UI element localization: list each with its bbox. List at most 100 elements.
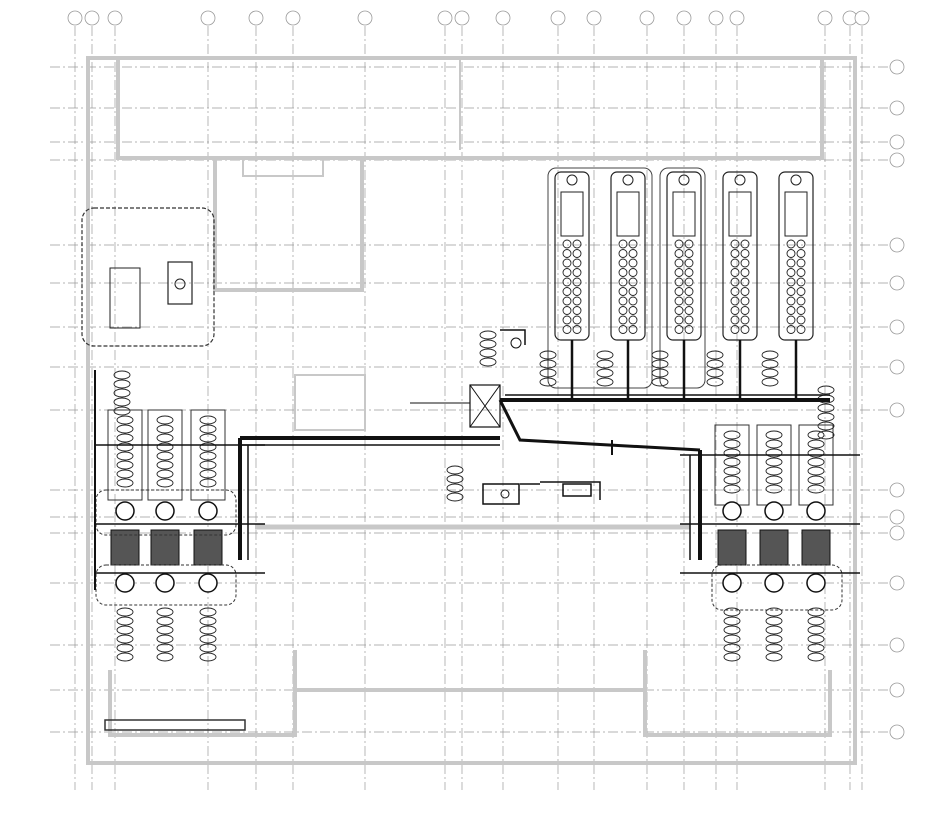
tank-cell [796,268,806,277]
filter-cell [651,350,669,360]
filter-cell [199,433,217,443]
tank-cell [730,277,740,287]
filter-cell [116,442,134,452]
filter-cell [723,484,741,494]
filter-cell [807,616,825,626]
tank-cell [796,315,806,325]
tank-cell [674,325,684,334]
grid-bubble [889,59,905,75]
skid-frame [107,409,143,501]
tank-cell [572,306,582,315]
tank-cell [796,277,806,287]
tank-cell [796,296,806,306]
tank-cell [562,325,572,334]
tank-cell [684,277,694,287]
filter-cell [199,469,217,479]
filter-cell [116,460,134,470]
grid-bubble [495,10,511,26]
grid-bubble [889,682,905,698]
tank-cell [786,296,796,306]
tank-cell [628,296,638,306]
grid-bubble [639,10,655,26]
filter-cell [446,492,464,502]
tank-cell [618,287,628,296]
tank-cell [572,315,582,325]
tank-cell [786,315,796,325]
pump-icon [722,573,742,593]
filter-cell [817,385,835,395]
tank-nozzle-icon [790,174,802,186]
filter-cell [199,460,217,470]
grid-bubble [708,10,724,26]
filter-cell [807,652,825,662]
tank-cell [674,296,684,306]
filter-cell [596,350,614,360]
pump-icon [764,501,784,521]
tank-cell [730,325,740,334]
filter-cell [113,370,131,380]
grid-bubble [729,10,745,26]
tank-cell [796,258,806,268]
pump-unit [482,483,520,505]
filter-cell [765,475,783,485]
grid-bubble [889,482,905,498]
filter-cell [113,397,131,407]
grid-bubble [357,10,373,26]
filter-cell [199,607,217,617]
pump-icon [764,573,784,593]
filter-cell [199,616,217,626]
valve-assembly [110,529,140,566]
filter-cell [817,412,835,422]
room-wall [213,160,364,292]
tank-cell [628,258,638,268]
equipment-cloud [711,564,843,611]
tank-cell [674,249,684,258]
manifold [109,267,141,329]
filter-cell [723,466,741,476]
tank-cell [684,306,694,315]
filter-cell [199,643,217,653]
tank-cell [740,277,750,287]
tank-cell [674,306,684,315]
tank-cell [562,268,572,277]
tank-cell [740,287,750,296]
tank-cell [786,239,796,249]
tank-cell [740,325,750,334]
valve-assembly [759,529,789,566]
pump-icon [198,501,218,521]
filter-cell [807,466,825,476]
grid-bubble [889,275,905,291]
filter-cell [199,442,217,452]
tank-cell [740,258,750,268]
filter-cell [761,377,779,387]
filter-cell [723,652,741,662]
equipment-layout [81,167,843,662]
shaft-x-mark [469,384,501,428]
tank-cell [572,296,582,306]
filter-cell [817,403,835,413]
filter-cell [113,379,131,389]
filter-cell [116,607,134,617]
tank-nozzle-icon [734,174,746,186]
grid-bubble [550,10,566,26]
filter-cell [116,643,134,653]
filter-cell [479,330,497,340]
filter-cell [723,634,741,644]
filter-cell [723,607,741,617]
filter-cell [817,430,835,440]
tank-cell [618,258,628,268]
tank-cell [674,258,684,268]
tank-cell [730,249,740,258]
grid-bubble [889,637,905,653]
filter-cell [116,616,134,626]
grid-bubble [817,10,833,26]
filter-cell [817,421,835,431]
filter-cell [765,643,783,653]
tank-cell [572,277,582,287]
pump-icon [806,573,826,593]
grid-bubble [889,402,905,418]
tank-cell [674,315,684,325]
tank [778,171,814,341]
filter-cell [479,357,497,367]
